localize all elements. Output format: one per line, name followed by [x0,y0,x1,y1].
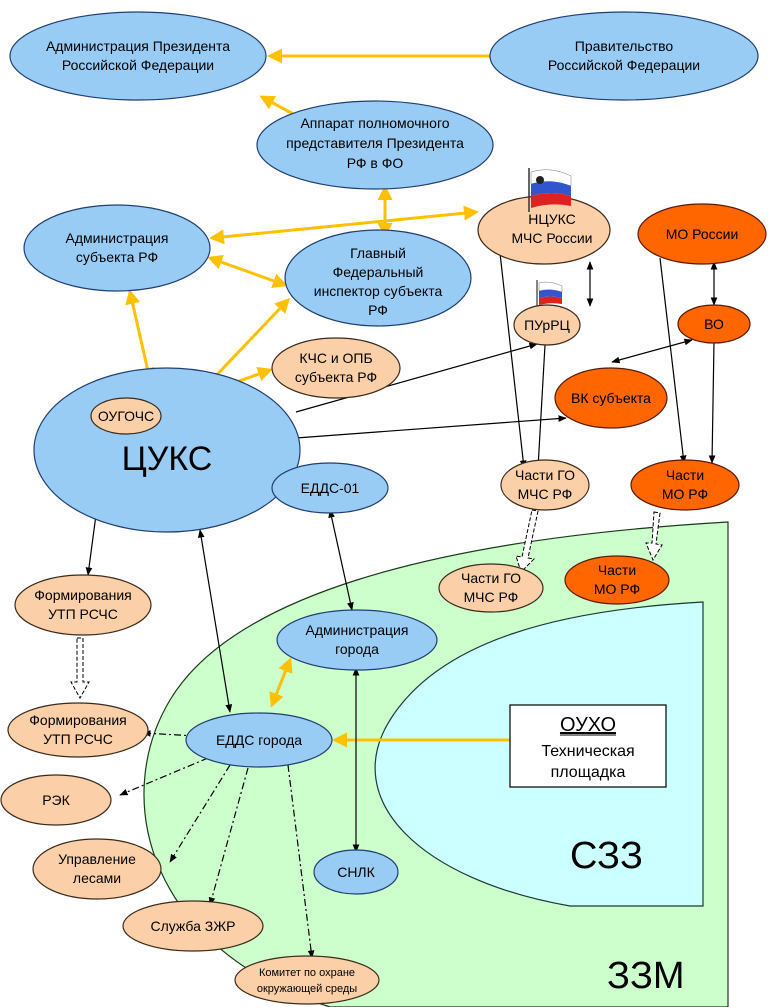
svg-text:инспектор субъекта: инспектор субъекта [314,283,443,299]
node-admin-president: Администрация Президента Российской Феде… [9,11,267,101]
svg-text:МО России: МО России [666,226,739,242]
svg-text:Части ГО: Части ГО [515,467,575,483]
node-form-utp-top: Формирования УТП РСЧС [14,574,152,636]
node-ouho: ОУХО Техническая площадка [509,704,667,788]
node-admin-city: Администрация города [276,609,438,671]
node-cuks: ЦУКС [33,367,301,533]
node-apparat: Аппарат полномочного представителя Прези… [256,100,494,190]
node-chasti-mo-top: Части МО РФ [630,459,740,511]
svg-text:Техническая: Техническая [541,743,634,760]
node-edds01: ЕДДС-01 [271,462,389,514]
svg-text:Российской Федерации: Российской Федерации [62,57,214,73]
zone-zzm-label: ЗЗМ [607,955,685,997]
svg-text:Аппарат полномочного: Аппарат полномочного [300,115,449,131]
svg-text:Администрация Президента: Администрация Президента [46,38,230,54]
svg-text:МО РФ: МО РФ [594,581,640,597]
svg-text:Части: Части [598,562,636,578]
svg-text:Управление: Управление [58,851,136,867]
svg-text:ПУрРЦ: ПУрРЦ [524,317,570,333]
svg-text:ВК субъекта: ВК субъекта [571,390,651,406]
node-forest: Управление лесами [32,838,162,900]
node-vo: ВО [677,304,751,344]
svg-text:КЧС и ОПБ: КЧС и ОПБ [299,350,372,366]
node-purc: ПУрРЦ [513,304,581,346]
svg-text:Федеральный: Федеральный [333,264,424,280]
svg-text:Части: Части [666,467,704,483]
dashdot-links [119,730,315,959]
flag-icon [528,168,572,212]
node-env-committee: Комитет по охране окружающей среды [234,955,380,1005]
svg-text:ЕДДС города: ЕДДС города [216,732,302,748]
node-ncuks: НЦУКС МЧС России [477,195,611,265]
flag-icon [536,280,563,306]
svg-text:площадка: площадка [551,764,626,781]
svg-text:РЭК: РЭК [42,792,70,808]
svg-text:Администрация: Администрация [306,622,409,638]
svg-text:УТП РСЧС: УТП РСЧС [43,731,113,747]
svg-text:Правительство: Правительство [575,38,674,54]
svg-text:ВО: ВО [704,316,724,332]
svg-text:лесами: лесами [73,870,121,886]
svg-text:представителя Президента: представителя Президента [286,135,464,151]
svg-text:МЧС России: МЧС России [512,230,593,246]
svg-text:ЕДДС-01: ЕДДС-01 [301,480,360,496]
svg-text:города: города [335,641,379,657]
node-chasti-go-bottom: Части ГО МЧС РФ [438,563,544,613]
node-admin-subject: Администрация субъекта РФ [23,204,211,292]
svg-text:Администрация: Администрация [66,230,169,246]
svg-text:Формирования: Формирования [34,587,131,603]
svg-text:ОУГОЧС: ОУГОЧС [98,408,154,424]
node-chasti-mo-bottom: Части МО РФ [564,555,670,605]
zone-szz-label: СЗЗ [570,835,643,877]
node-edds-city: ЕДДС города [185,712,333,768]
node-chasti-go-top: Части ГО МЧС РФ [500,459,590,511]
svg-text:МЧС РФ: МЧС РФ [464,589,519,605]
node-kchs: КЧС и ОПБ субъекта РФ [271,337,401,399]
svg-text:Российской Федерации: Российской Федерации [548,57,700,73]
svg-text:Служба ЗЖР: Служба ЗЖР [150,918,235,934]
hollow-arrows [70,509,663,700]
node-rek: РЭК [0,774,112,826]
svg-text:Комитет по охране: Комитет по охране [259,967,355,979]
svg-text:Главный: Главный [350,245,406,261]
svg-text:ЦУКС: ЦУКС [122,440,213,478]
svg-text:НЦУКС: НЦУКС [528,211,575,227]
svg-text:МО РФ: МО РФ [662,486,708,502]
node-mo-russia: МО России [637,203,767,265]
node-snlk: СНЛК [313,849,399,895]
node-main-inspector: Главный Федеральный инспектор субъекта Р… [284,229,472,327]
node-vk: ВК субъекта [554,367,668,429]
svg-text:РФ в ФО: РФ в ФО [347,155,404,171]
svg-text:УТП РСЧС: УТП РСЧС [48,606,118,622]
svg-text:Части ГО: Части ГО [461,570,521,586]
svg-text:субъекта РФ: субъекта РФ [76,249,158,265]
svg-text:МЧС РФ: МЧС РФ [518,486,573,502]
node-government: Правительство Российской Федерации [489,11,759,101]
svg-text:Формирования: Формирования [29,712,126,728]
svg-text:окружающей среды: окружающей среды [257,983,357,995]
ouho-title: ОУХО [560,714,616,736]
svg-text:РФ: РФ [368,302,388,318]
node-ougochs: ОУГОЧС [90,397,162,435]
node-form-utp-bottom: Формирования УТП РСЧС [7,702,149,758]
svg-text:СНЛК: СНЛК [337,864,375,880]
svg-text:субъекта РФ: субъекта РФ [295,369,377,385]
node-zhr: Служба ЗЖР [122,900,264,952]
